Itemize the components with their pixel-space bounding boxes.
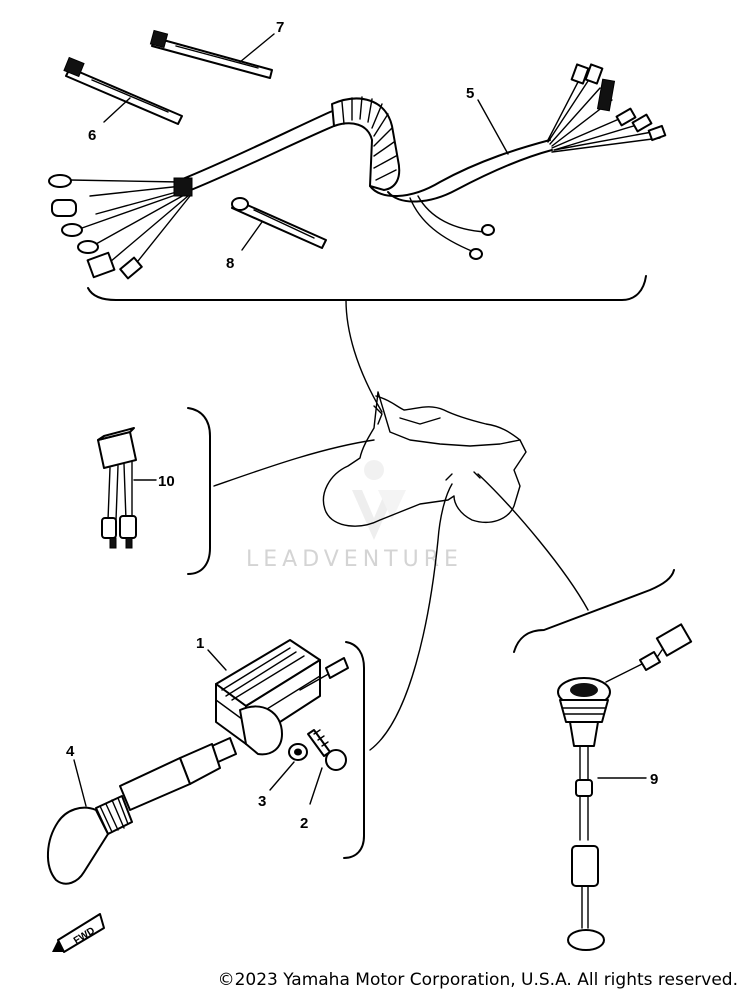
callout-6: 6 [88, 127, 96, 144]
callout-3: 3 [258, 793, 266, 810]
corrugated-tube [331, 96, 401, 191]
pointer-line-part-10 [213, 439, 375, 487]
part-1-bracket [343, 641, 365, 859]
plug-cap-part-4: 4 [46, 743, 133, 885]
pointer-line-part-9 [477, 473, 589, 611]
callout-2: 2 [300, 815, 308, 832]
watermark-logo [352, 460, 406, 540]
callout-1: 1 [196, 635, 204, 652]
wire-harness-part-5: 5 [48, 63, 667, 280]
pointer-line-part-1 [369, 483, 453, 751]
ignition-coil-part-1: 1 [119, 635, 349, 811]
callout-5: 5 [466, 85, 474, 102]
forward-arrow-icon: FWD [52, 913, 105, 953]
right-connectors [570, 63, 667, 142]
callout-10: 10 [158, 473, 175, 490]
cable-band-part-6: 6 [63, 56, 183, 144]
motorcycle-outline [322, 391, 527, 527]
cable-band-part-8: 8 [226, 197, 327, 272]
pointer-arrow-harness [373, 405, 383, 425]
left-connectors [48, 174, 143, 280]
relay-part-10: 10 [97, 427, 175, 549]
part-9-bracket [513, 569, 675, 653]
callout-9: 9 [650, 771, 658, 788]
harness-group-bracket [87, 275, 647, 301]
callout-8: 8 [226, 255, 234, 272]
callout-7: 7 [276, 19, 284, 36]
bolt-part-2: 2 [300, 729, 347, 832]
cable-band-part-7: 7 [149, 19, 284, 79]
callout-4: 4 [66, 743, 75, 760]
sensor-part-9: 9 [557, 623, 693, 951]
washer-part-3: 3 [258, 743, 308, 810]
copyright-notice: ©2023 Yamaha Motor Corporation, U.S.A. A… [217, 970, 738, 990]
watermark-text: LEADVENTURE [246, 547, 463, 572]
pointer-ticks [445, 471, 481, 481]
pointer-line-harness [345, 299, 383, 413]
part-10-bracket [187, 407, 211, 575]
